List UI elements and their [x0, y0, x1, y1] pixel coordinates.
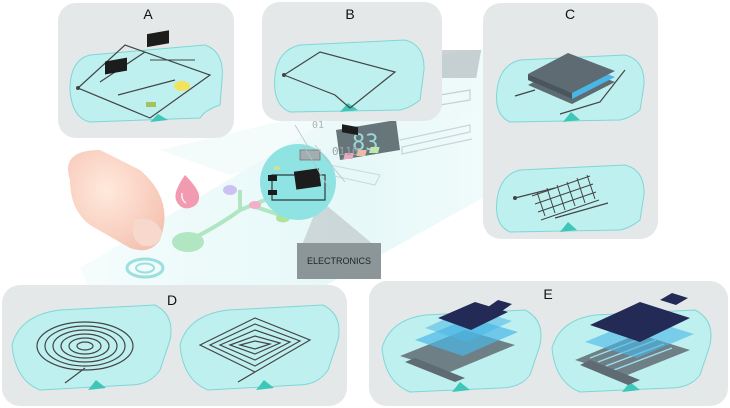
panel-b-label: B: [345, 6, 355, 22]
panel-c-interdigitated-sensor: [496, 164, 645, 233]
electronics-callout: ELECTRONICS: [297, 243, 381, 279]
panel-c-layered-sensor: [496, 53, 645, 123]
sweat-droplet-icon: [175, 175, 200, 209]
panel-c-label: C: [564, 6, 576, 22]
panel-d-circular-coil: [11, 304, 172, 391]
panel-e-electrode-stack-left: [381, 300, 542, 393]
binary-right: 0110: [332, 145, 359, 158]
panel-e-electrode-stack-right: [551, 293, 712, 393]
panel-d-square-coil: [179, 304, 340, 391]
electronics-magnifier: [260, 124, 380, 250]
panel-b-diagram: [274, 39, 425, 136]
microfluidic-channels: [172, 185, 290, 252]
panel-a-diagram: [69, 30, 223, 123]
touch-ring-icon: [125, 257, 165, 279]
finger-icon: [68, 150, 165, 251]
panel-d-label: D: [166, 292, 178, 308]
panel-e-label: E: [543, 286, 553, 302]
binary-left: 01: [312, 120, 324, 131]
panel-a-label: A: [143, 6, 153, 22]
